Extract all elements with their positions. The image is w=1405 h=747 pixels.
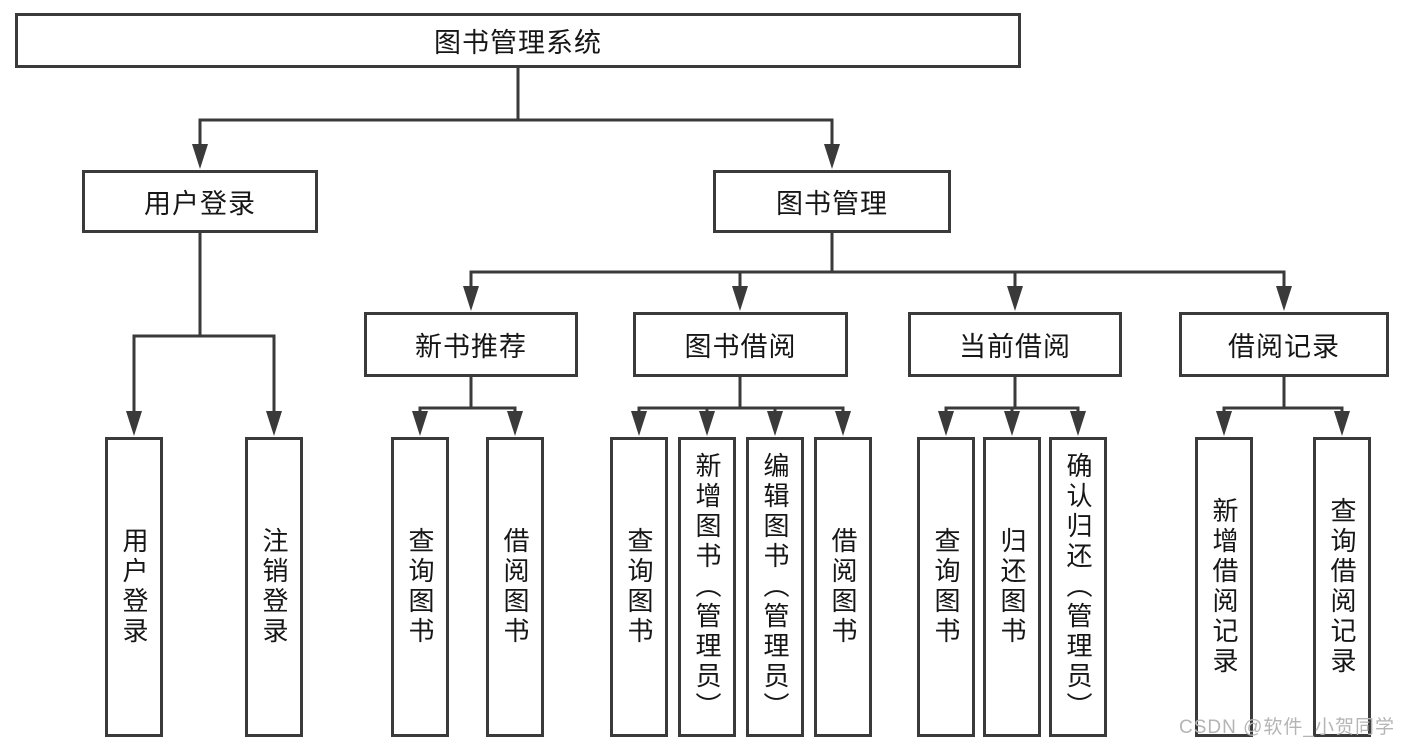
node-root: 图书管理系统: [15, 13, 1021, 68]
leaf-query-books-3: 查询图书: [917, 437, 975, 737]
connector-root-to-level1: [192, 68, 840, 169]
leaf-label: 查询图书: [624, 527, 654, 647]
node-book-borrowing: 图书借阅: [633, 312, 848, 377]
leaf-user-login: 用户登录: [105, 437, 163, 737]
leaf-label: 归还图书: [997, 527, 1027, 647]
connector-current-borrow-to-leaves: [938, 377, 1086, 436]
leaf-query-borrow-record: 查询借阅记录: [1313, 437, 1371, 737]
leaf-label: 编辑图书（管理员）: [760, 452, 790, 722]
connector-new-book-rec-to-leaves: [412, 377, 523, 436]
leaf-query-books-1: 查询图书: [391, 437, 449, 737]
connector-book-mgmt-to-level2: [463, 233, 1292, 311]
leaf-label: 查询借阅记录: [1327, 497, 1357, 677]
leaf-borrow-books-1: 借阅图书: [486, 437, 544, 737]
leaf-return-books: 归还图书: [983, 437, 1041, 737]
leaf-add-borrow-record: 新增借阅记录: [1195, 437, 1253, 737]
leaf-label: 借阅图书: [828, 527, 858, 647]
csdn-watermark: CSDN @软件_小贺同学: [1179, 717, 1395, 738]
leaf-label: 确认归还（管理员）: [1063, 452, 1093, 722]
connector-book-borrow-to-leaves: [631, 377, 851, 436]
leaf-label: 查询图书: [405, 527, 435, 647]
node-borrow-records: 借阅记录: [1179, 312, 1389, 377]
node-current-borrowing: 当前借阅: [908, 312, 1122, 377]
leaf-confirm-return-admin: 确认归还（管理员）: [1049, 437, 1107, 737]
node-user-login: 用户登录: [82, 170, 318, 233]
leaf-label: 查询图书: [931, 527, 961, 647]
leaf-label: 新增借阅记录: [1209, 497, 1239, 677]
connector-borrow-records-to-leaves: [1216, 377, 1350, 436]
node-book-management: 图书管理: [713, 170, 951, 233]
connector-user-login-to-leaves: [126, 233, 282, 436]
leaf-query-books-2: 查询图书: [610, 437, 668, 737]
leaf-borrow-books-2: 借阅图书: [814, 437, 872, 737]
leaf-edit-books-admin: 编辑图书（管理员）: [746, 437, 804, 737]
leaf-logout: 注销登录: [245, 437, 303, 737]
node-new-book-recommend: 新书推荐: [364, 312, 578, 377]
leaf-label: 新增图书（管理员）: [692, 452, 722, 722]
leaf-add-books-admin: 新增图书（管理员）: [678, 437, 736, 737]
leaf-label: 注销登录: [259, 527, 289, 647]
leaf-label: 借阅图书: [500, 527, 530, 647]
leaf-label: 用户登录: [119, 527, 149, 647]
